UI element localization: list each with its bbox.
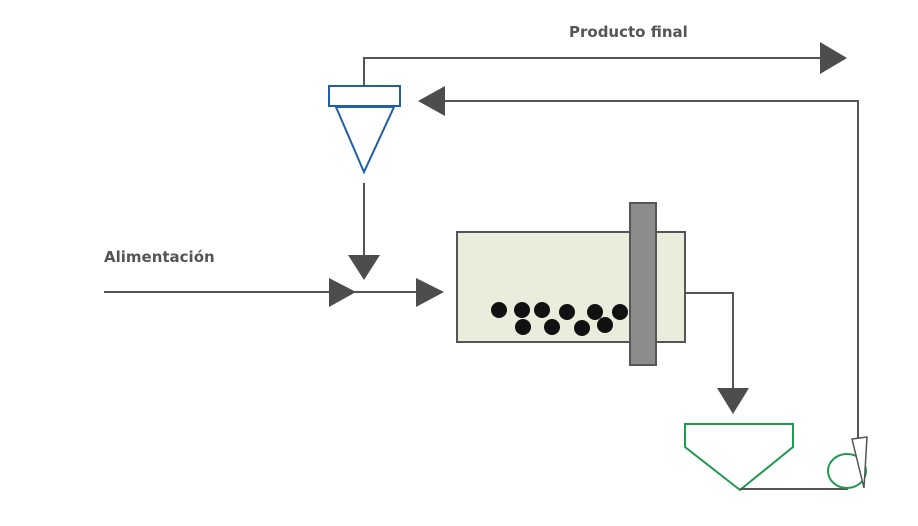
ball xyxy=(491,302,507,318)
ball xyxy=(612,304,628,320)
ball xyxy=(514,302,530,318)
feed-label: Alimentación xyxy=(104,248,215,266)
feed-arrowhead-1 xyxy=(329,278,356,307)
product-arrowhead xyxy=(820,42,847,74)
hydrocyclone-top xyxy=(328,85,401,107)
return-arrowhead xyxy=(418,86,445,116)
sump xyxy=(684,423,794,492)
pump-return-line xyxy=(442,100,859,458)
ball xyxy=(559,304,575,320)
pump xyxy=(827,453,867,489)
pump-outlet xyxy=(851,436,868,489)
ball xyxy=(574,320,590,336)
ball xyxy=(597,317,613,333)
ball xyxy=(515,319,531,335)
ball xyxy=(534,302,550,318)
hydrocyclone-cone xyxy=(334,106,396,175)
discharge-line xyxy=(685,292,734,392)
product-line xyxy=(363,57,822,86)
product-label: Producto final xyxy=(569,23,688,41)
underflow-arrowhead xyxy=(348,255,380,280)
ball xyxy=(544,319,560,335)
ball-mill-ring xyxy=(629,202,657,366)
discharge-arrowhead xyxy=(717,388,749,414)
feed-arrowhead-2 xyxy=(416,278,444,307)
ball xyxy=(587,304,603,320)
grinding-balls xyxy=(491,302,628,336)
